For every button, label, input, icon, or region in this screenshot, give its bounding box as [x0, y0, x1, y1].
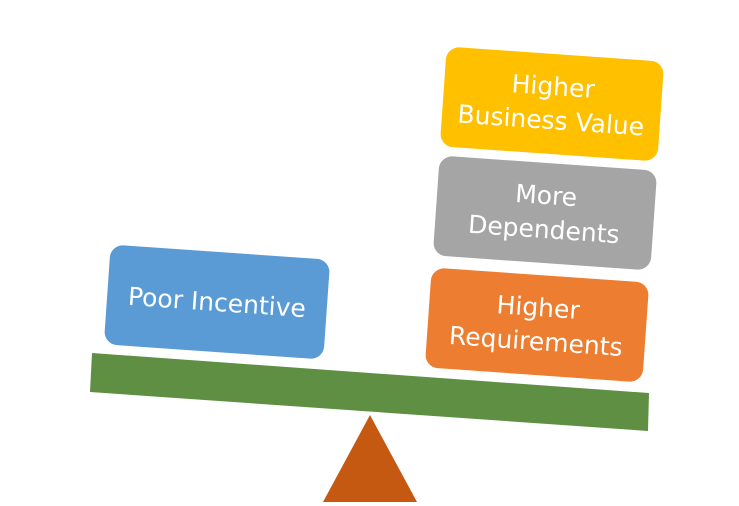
- seesaw-beam: [90, 353, 649, 431]
- higher-business-value-line1: Higher: [511, 69, 597, 104]
- more-dependents-line1: More: [514, 179, 578, 212]
- fulcrum-triangle: [323, 415, 417, 502]
- higher-requirements-box: Higher Requirements: [425, 268, 649, 382]
- more-dependents-box: More Dependents: [433, 156, 657, 270]
- higher-requirements-line1: Higher: [496, 290, 582, 325]
- higher-business-value-box: Higher Business Value: [440, 47, 664, 161]
- poor-incentive-box: Poor Incentive: [104, 245, 330, 359]
